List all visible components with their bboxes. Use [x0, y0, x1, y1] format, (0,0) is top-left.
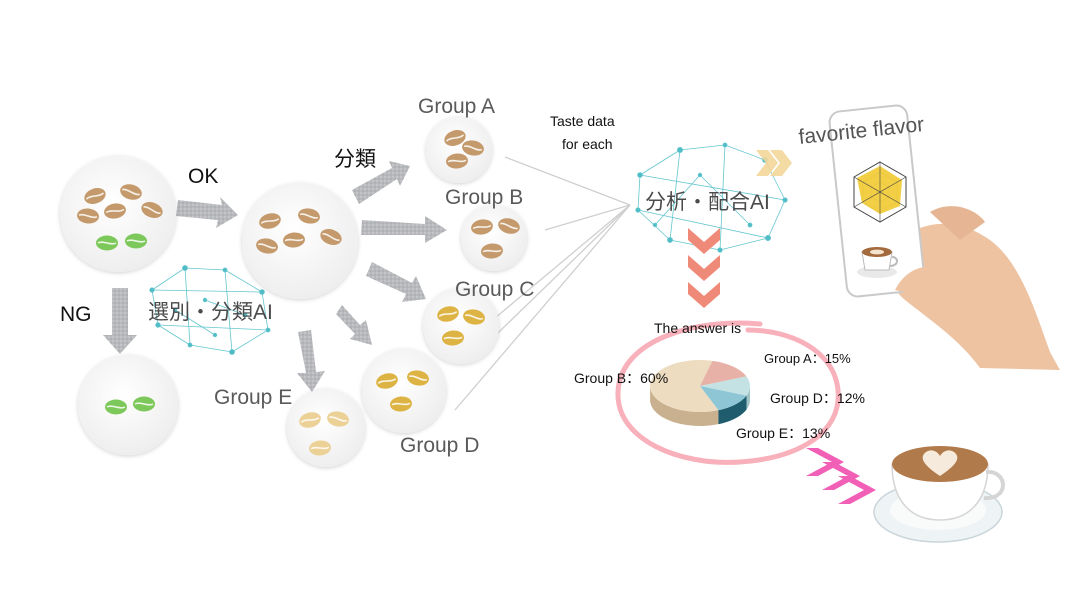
arrow-to-group-c	[366, 262, 426, 302]
ng-beans-circle	[78, 355, 178, 455]
coffee-bean-icon	[407, 370, 429, 386]
coffee-bean-icon	[446, 153, 468, 169]
group-b-circle	[461, 205, 527, 271]
phone-coffee-cup-icon	[857, 247, 898, 278]
pie-slice-side	[746, 385, 750, 410]
coffee-bean-icon	[444, 130, 466, 146]
flow-arrows	[103, 161, 447, 392]
group-e-circle	[287, 389, 365, 467]
group-d-circle	[362, 349, 446, 433]
arrow-to-group-e	[297, 330, 325, 392]
coffee-bean-icon	[104, 203, 126, 219]
selection-ai-label: 選別・分類AI	[148, 301, 273, 324]
coffee-bean-icon	[320, 229, 342, 245]
coffee-bean-icon	[141, 202, 163, 218]
group-c-label: Group C	[455, 278, 535, 301]
pie-slice-side	[718, 395, 747, 425]
coffee-bean-icon	[133, 396, 155, 412]
classify-label: 分類	[334, 148, 376, 171]
coffee-bean-icon	[283, 232, 305, 248]
pie-label-group-a: Group A：15%	[764, 351, 851, 366]
analysis-ai-label: 分析・配合AI	[645, 191, 770, 214]
coffee-bean-icon	[256, 238, 278, 254]
coffee-bean-icon	[376, 373, 398, 389]
coffee-bean-icon	[125, 233, 147, 249]
coffee-bean-icon	[462, 140, 484, 156]
group-e-label: Group E	[214, 386, 293, 409]
arrow-to-group-d	[336, 305, 372, 345]
pie-slice-side	[650, 387, 719, 426]
coffee-bean-icon	[390, 396, 412, 412]
unsorted-beans-circle	[60, 156, 176, 272]
coffee-bean-icon	[463, 309, 485, 325]
ok-beans-circle	[242, 183, 358, 299]
coffee-bean-icon	[498, 218, 520, 234]
pie-label-group-b: Group B：60%	[574, 370, 669, 386]
coffee-bean-icon	[327, 411, 349, 427]
group-a-label: Group A	[418, 95, 496, 118]
arrow-to-group-a	[352, 161, 410, 204]
coffee-bean-icon	[259, 213, 281, 229]
coffee-bean-icon	[105, 399, 127, 415]
coffee-bean-icon	[299, 412, 321, 428]
for-each-label: for each	[562, 136, 613, 152]
arrow-ok	[176, 197, 238, 228]
group-a-circle	[426, 117, 492, 183]
pie-label-group-e: Group E：13%	[736, 425, 831, 441]
latte-cup-illustration	[873, 446, 1005, 543]
right-chevrons-icon	[806, 448, 876, 504]
pie-label-group-d: Group D：12%	[770, 390, 865, 406]
phone-hand-illustration	[828, 104, 1060, 370]
coffee-bean-icon	[77, 208, 99, 224]
coffee-bean-icon	[298, 208, 320, 224]
pie-slice-group-d	[700, 376, 750, 396]
highlight-circle	[615, 320, 841, 465]
ng-label: NG	[60, 303, 92, 326]
radar-chart-icon	[853, 161, 907, 223]
answer-is-label: The answer is	[654, 320, 742, 336]
pie-slice-group-b	[650, 360, 719, 413]
ok-label: OK	[188, 165, 219, 188]
coffee-bean-icon	[442, 330, 464, 346]
pie-slice-group-e	[700, 386, 747, 411]
arrow-to-group-b	[361, 216, 447, 243]
coffee-bean-icon	[120, 184, 142, 200]
yellow-chevron-icon	[756, 150, 792, 176]
coffee-bean-icon	[96, 235, 118, 251]
coffee-bean-icon	[481, 243, 503, 259]
hand-shape	[886, 223, 1060, 370]
pie-slice-group-a	[700, 360, 747, 386]
group-c-circle	[423, 288, 499, 364]
coffee-bean-icon	[309, 440, 331, 456]
coffee-bean-icon	[84, 188, 106, 204]
group-b-label: Group B	[445, 186, 524, 209]
down-chevrons-icon	[688, 228, 720, 308]
coffee-bean-icon	[437, 306, 459, 322]
group-d-label: Group D	[400, 434, 480, 457]
coffee-bean-icon	[471, 219, 493, 235]
selection-ai-network	[149, 265, 271, 355]
arrow-ng	[103, 288, 137, 354]
answer-pie-chart	[650, 360, 750, 426]
taste-data-label: Taste data	[550, 113, 615, 129]
